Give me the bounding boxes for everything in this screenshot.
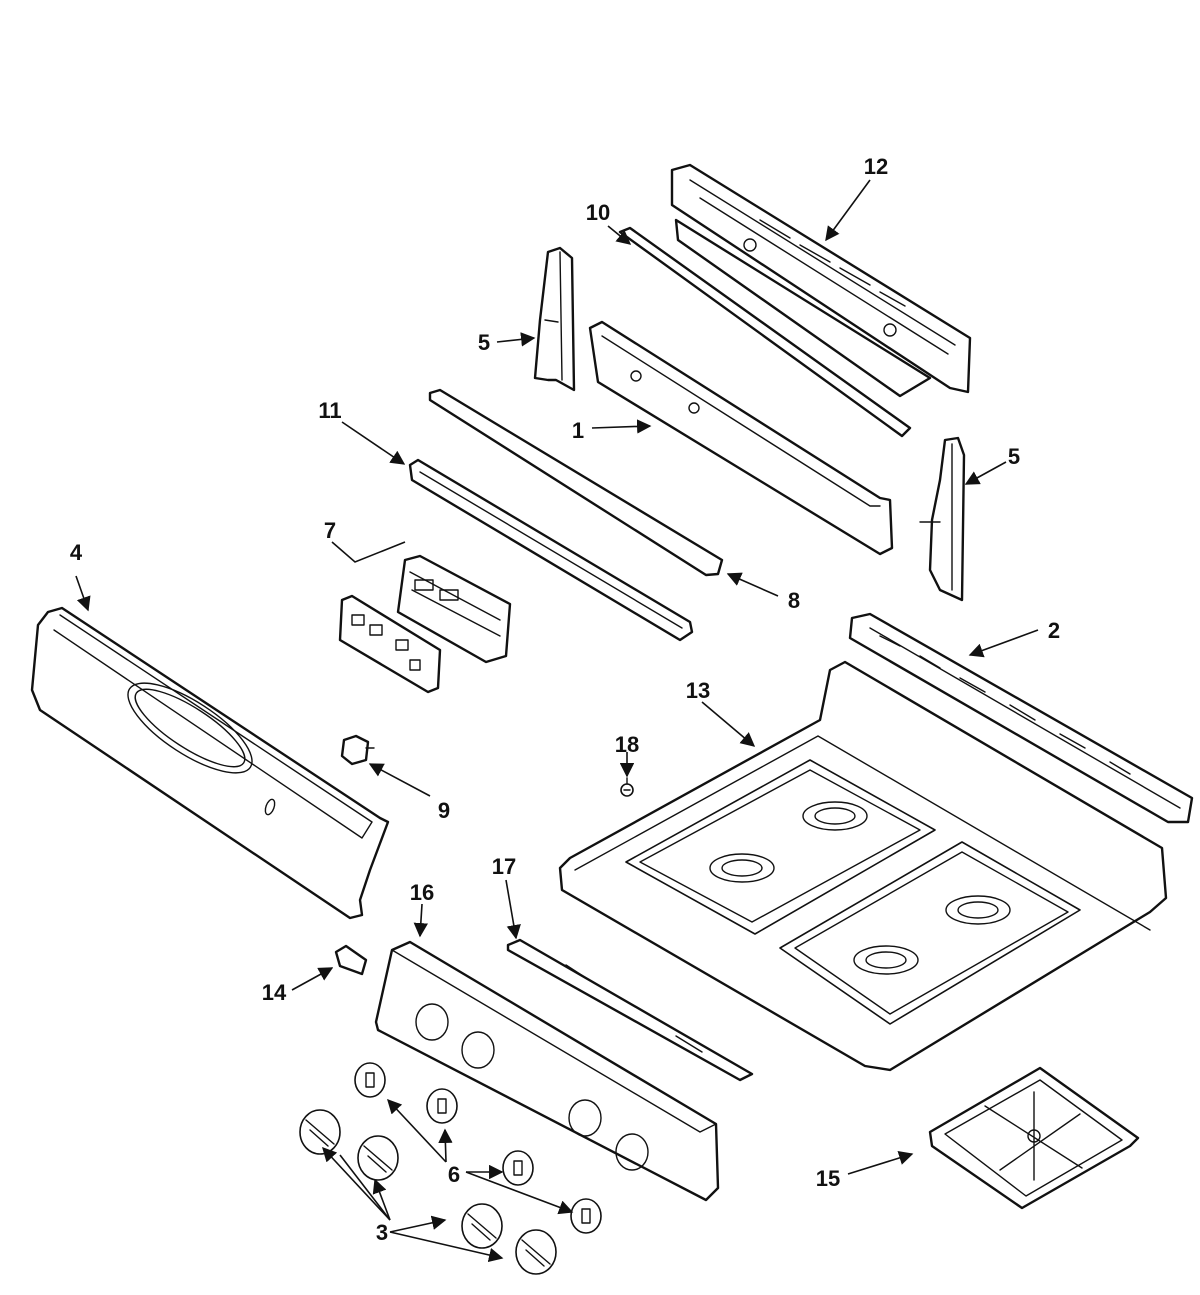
- callout-18: 18: [615, 732, 639, 757]
- callout-4: 4: [70, 540, 83, 565]
- callout-14: 14: [262, 980, 287, 1005]
- part-6-knob-bezels: [354, 1062, 602, 1234]
- callout-3: 3: [376, 1220, 388, 1245]
- callout-7: 7: [324, 518, 336, 543]
- callout-11: 11: [318, 398, 341, 423]
- part-14-clip: [334, 944, 368, 976]
- part-8-strip: [428, 388, 724, 577]
- part-3-knobs: [299, 1109, 557, 1275]
- part-13-cooktop: [558, 660, 1168, 1072]
- part-10-trim-strip: [618, 226, 912, 438]
- part-18-screw: [620, 777, 634, 797]
- callout-16: 16: [410, 880, 434, 905]
- callout-6: 6: [448, 1162, 460, 1187]
- callout-5a: 5: [478, 330, 490, 355]
- part-15-burner-grate: [928, 1066, 1140, 1210]
- callout-13: 13: [686, 678, 710, 703]
- callout-12: 12: [864, 154, 888, 179]
- callout-9: 9: [438, 798, 450, 823]
- callout-15: 15: [816, 1166, 840, 1191]
- callout-labels: 1 2 3 4 5 5 6 7 8 9 10 11 12 13 14 15 16…: [70, 154, 1060, 1245]
- part-4-control-panel: [30, 606, 390, 920]
- part-17-trim-strip: [506, 938, 754, 1082]
- part-2-rear-vent: [848, 612, 1194, 824]
- part-5-left-side-trim: [533, 246, 576, 392]
- part-9-switch: [340, 734, 375, 766]
- callout-2: 2: [1048, 618, 1060, 643]
- part-11-trim-rail: [408, 458, 694, 642]
- callout-17: 17: [492, 854, 516, 879]
- part-5-right-side-trim: [919, 436, 966, 602]
- part-7-electronic-control: [338, 554, 512, 694]
- leader-lines: [75, 179, 1039, 1263]
- part-16-control-panel-front: [374, 940, 720, 1202]
- callout-8: 8: [788, 588, 800, 613]
- part-1-backguard-panel: [588, 320, 894, 556]
- part-12-rear-panel: [670, 163, 972, 398]
- callout-1: 1: [572, 418, 584, 443]
- callout-10: 10: [586, 200, 610, 225]
- callout-5b: 5: [1008, 444, 1020, 469]
